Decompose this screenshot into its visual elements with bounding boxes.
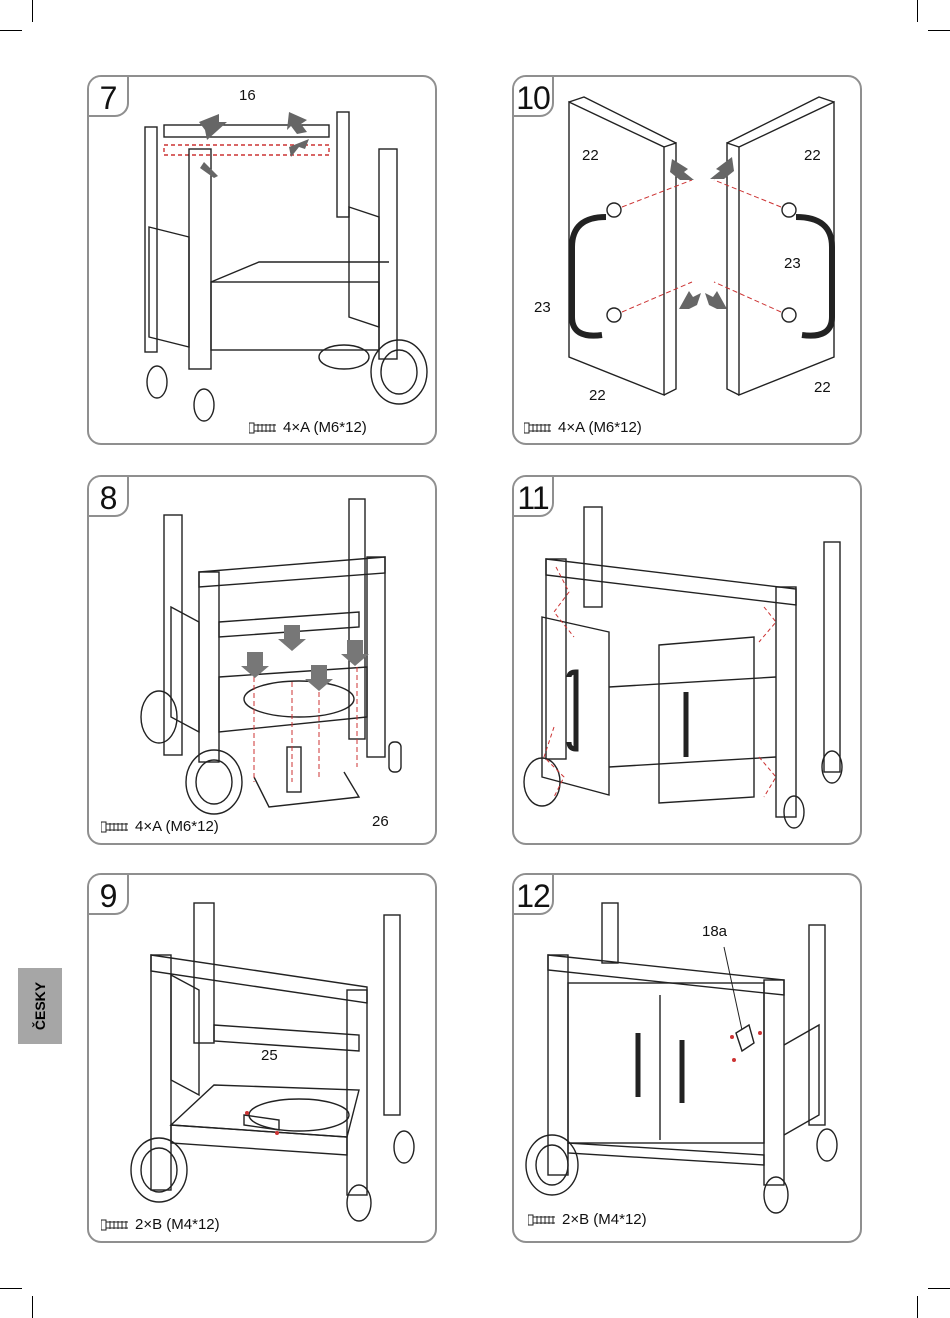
screw-spec: 2×B (M4*12) <box>528 1211 647 1228</box>
screw-spec-label: 2×B (M4*12) <box>135 1216 220 1233</box>
step-9-panel: 9 25 2×B (M4*12) <box>87 873 437 1243</box>
screw-spec-label: 4×A (M6*12) <box>135 818 219 835</box>
step-number: 11 <box>512 475 554 517</box>
step-number: 8 <box>87 475 129 517</box>
crop-mark <box>32 1296 33 1318</box>
screw-icon <box>101 820 129 834</box>
screw-spec-label: 2×B (M4*12) <box>562 1211 647 1228</box>
screw-spec: 4×A (M6*12) <box>524 419 642 436</box>
screw-spec: 4×A (M6*12) <box>249 419 367 436</box>
part-label: 23 <box>784 255 801 272</box>
part-label: 22 <box>589 387 606 404</box>
step-7-panel: 7 16 4×A (M6*12) <box>87 75 437 445</box>
part-label: 26 <box>372 813 389 830</box>
door-install-illustration <box>514 477 862 845</box>
step-number: 12 <box>512 873 554 915</box>
cart-bottom-illustration <box>89 477 437 845</box>
crop-mark <box>928 1288 950 1289</box>
screw-spec: 4×A (M6*12) <box>101 818 219 835</box>
screw-spec-label: 4×A (M6*12) <box>283 419 367 436</box>
part-label: 23 <box>534 299 551 316</box>
part-label: 22 <box>814 379 831 396</box>
screw-icon <box>101 1218 129 1232</box>
screw-spec-label: 4×A (M6*12) <box>558 419 642 436</box>
part-label: 18a <box>702 923 727 940</box>
step-number: 10 <box>512 75 554 117</box>
step-10-panel: 10 22 22 23 23 22 22 4×A (M6*12) <box>512 75 862 445</box>
crop-mark <box>0 30 22 31</box>
part-label: 25 <box>261 1047 278 1064</box>
crop-mark <box>917 0 918 22</box>
language-tab-label: ČESKY <box>32 982 48 1030</box>
screw-spec: 2×B (M4*12) <box>101 1216 220 1233</box>
step-12-panel: 12 18a 2×B (M4*12) <box>512 873 862 1243</box>
screw-icon <box>524 421 552 435</box>
crop-mark <box>917 1296 918 1318</box>
part-label: 22 <box>804 147 821 164</box>
part-label: 16 <box>239 87 256 104</box>
crop-mark <box>32 0 33 22</box>
door-handle-illustration <box>514 77 862 445</box>
step-number: 9 <box>87 873 129 915</box>
screw-icon <box>249 421 277 435</box>
cart-frame-illustration <box>89 77 437 445</box>
crop-mark <box>0 1288 22 1289</box>
language-tab: ČESKY <box>18 968 62 1044</box>
step-11-panel: 11 <box>512 475 862 845</box>
part-label: 22 <box>582 147 599 164</box>
step-number: 7 <box>87 75 129 117</box>
cart-assembled-illustration <box>514 875 862 1243</box>
crop-mark <box>928 30 950 31</box>
screw-icon <box>528 1213 556 1227</box>
step-8-panel: 8 26 4×A (M6*12) <box>87 475 437 845</box>
